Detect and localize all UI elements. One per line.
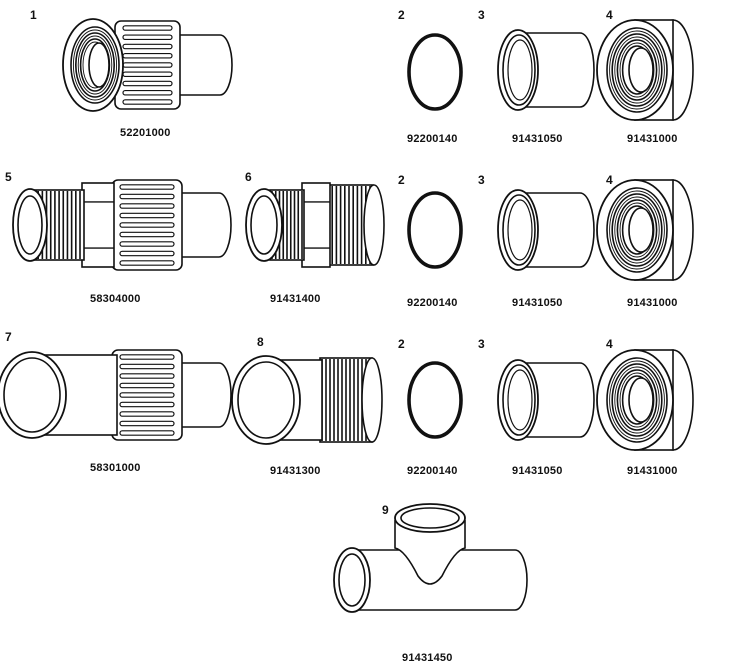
part-index: 9 <box>382 503 389 517</box>
part-number-label: 91431050 <box>512 133 563 145</box>
part-index: 3 <box>478 8 485 22</box>
part-index: 8 <box>257 335 264 349</box>
part-number-label: 91431000 <box>627 465 678 477</box>
part-index: 4 <box>606 8 613 22</box>
part-number-label: 91431050 <box>512 297 563 309</box>
part-drawing-tailpiece <box>497 29 595 111</box>
part-number-label: 91431000 <box>627 297 678 309</box>
part-number-label: 58301000 <box>90 462 141 474</box>
part-drawing-union-nut <box>596 179 694 281</box>
part-number-label: 91431300 <box>270 465 321 477</box>
part-index: 5 <box>5 170 12 184</box>
part-drawing-o-ring <box>407 191 463 269</box>
part-drawing-union-end-female <box>62 18 233 112</box>
part-index: 2 <box>398 8 405 22</box>
part-index: 3 <box>478 337 485 351</box>
part-number-label: 91431000 <box>627 133 678 145</box>
part-index: 1 <box>30 8 37 22</box>
part-index: 4 <box>606 173 613 187</box>
part-number-label: 91431400 <box>270 293 321 305</box>
part-number-label: 92200140 <box>407 133 458 145</box>
part-index: 7 <box>5 330 12 344</box>
part-drawing-socket-adapter <box>231 355 383 445</box>
part-drawing-tee <box>333 503 528 613</box>
part-number-label: 91431050 <box>512 465 563 477</box>
part-index: 3 <box>478 173 485 187</box>
part-drawing-o-ring <box>407 361 463 439</box>
part-drawing-tailpiece <box>497 189 595 271</box>
part-drawing-union-nut <box>596 349 694 451</box>
part-number-label: 91431450 <box>402 652 453 664</box>
part-number-label: 92200140 <box>407 465 458 477</box>
part-index: 2 <box>398 173 405 187</box>
part-drawing-union-socket <box>0 349 232 441</box>
part-drawing-union-male-thread <box>12 179 232 271</box>
part-drawing-threaded-adapter <box>245 182 385 268</box>
part-number-label: 52201000 <box>120 127 171 139</box>
part-drawing-tailpiece <box>497 359 595 441</box>
part-drawing-union-nut <box>596 19 694 121</box>
part-index: 6 <box>245 170 252 184</box>
part-index: 4 <box>606 337 613 351</box>
part-index: 2 <box>398 337 405 351</box>
part-drawing-o-ring <box>407 33 463 111</box>
part-number-label: 92200140 <box>407 297 458 309</box>
part-number-label: 58304000 <box>90 293 141 305</box>
